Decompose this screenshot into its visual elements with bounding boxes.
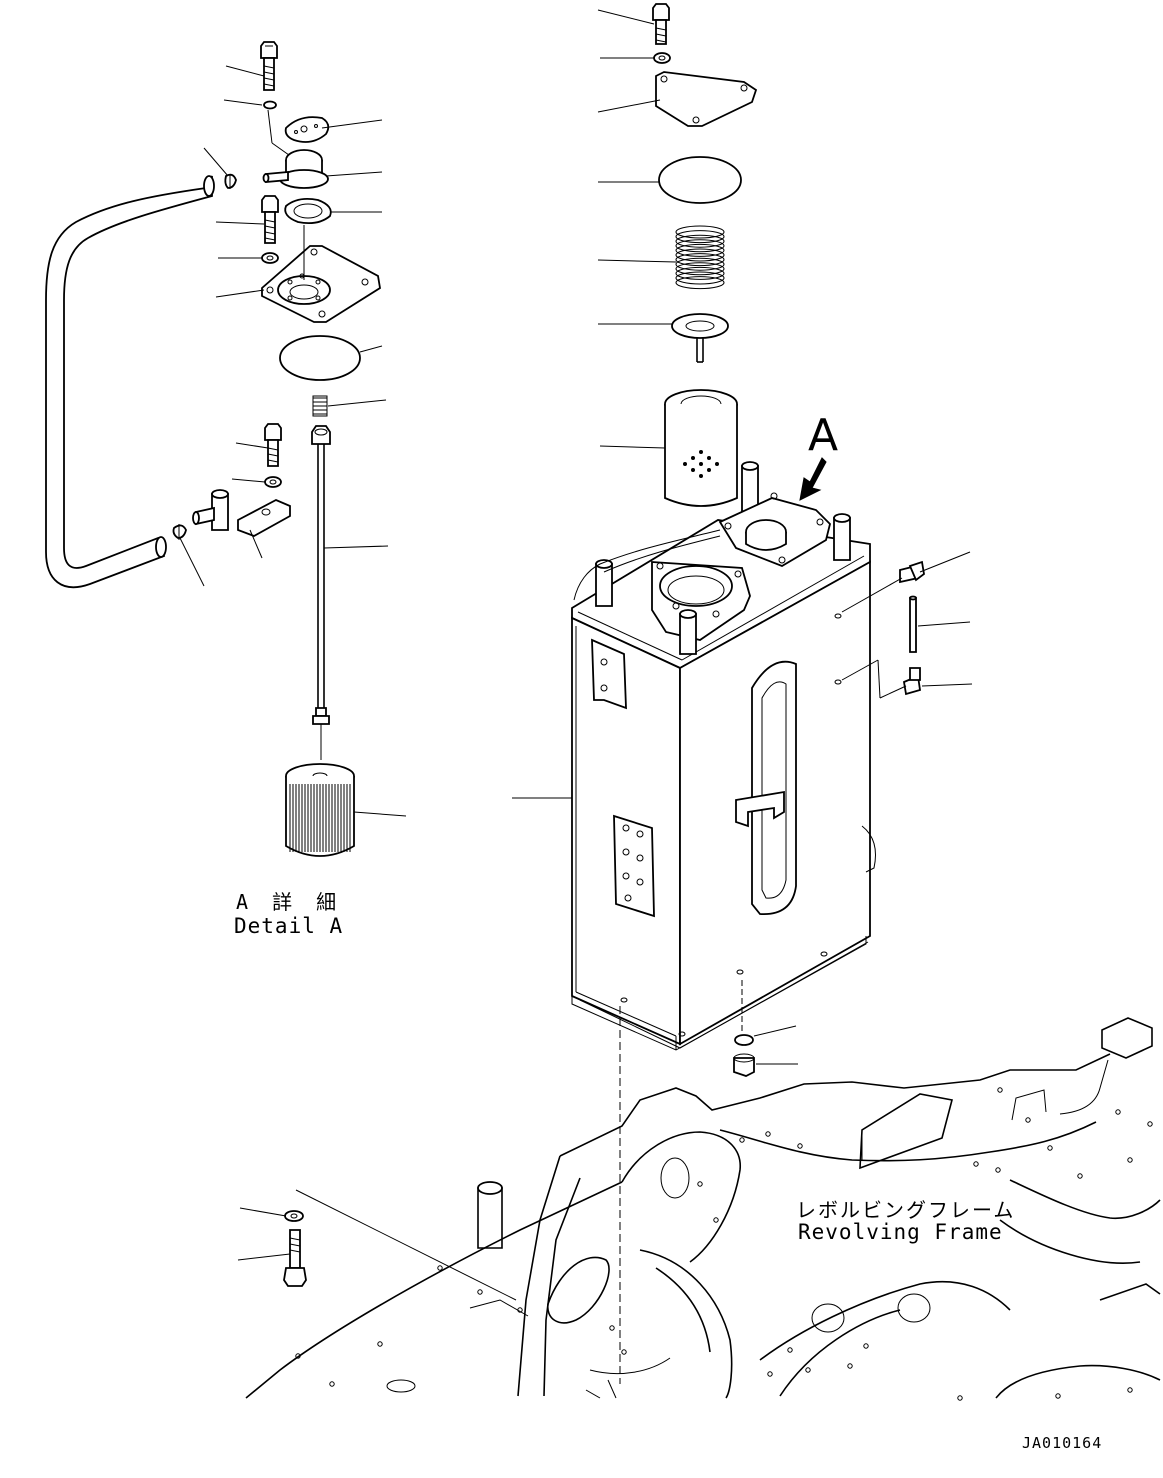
valve-seat <box>671 313 729 363</box>
revolving-frame <box>245 1017 1161 1401</box>
drawing-code: JA010164 <box>1022 1434 1103 1452</box>
detail-a-assembly <box>45 41 407 857</box>
hose-clamp-bottom <box>172 524 187 540</box>
hydraulic-tank <box>571 457 876 1051</box>
gasket <box>284 197 332 225</box>
suction-rod <box>311 425 331 760</box>
bracket-bolt <box>264 423 282 467</box>
pipe-bracket <box>192 489 291 537</box>
tank-fittings <box>512 551 973 799</box>
o-ring <box>279 335 361 381</box>
drain-plug <box>619 980 798 1384</box>
spring <box>312 395 328 417</box>
tank-cover-plate <box>261 245 381 323</box>
frame-caption-japanese: レボルビングフレーム <box>796 1198 1016 1222</box>
breather-cap <box>262 149 329 189</box>
filter-cover <box>655 71 758 127</box>
retaining-plate <box>284 116 330 143</box>
frame-bolt <box>237 1207 307 1287</box>
cap-bolt <box>260 41 278 91</box>
frame-caption-english: Revolving Frame <box>798 1220 1003 1244</box>
washer <box>263 100 277 110</box>
detail-caption-japanese: A 詳 細 <box>236 890 343 914</box>
filter-element <box>664 389 738 507</box>
breather-hose <box>45 175 215 589</box>
leader-lines-stack <box>597 9 677 449</box>
top-bolt <box>652 3 670 45</box>
filter-spring <box>675 225 725 290</box>
washer <box>264 476 282 488</box>
hose-clamp-top <box>224 173 237 189</box>
washer <box>261 252 279 264</box>
leader-lines-detail-a <box>179 65 407 817</box>
flange-bolt <box>261 195 279 244</box>
filter-stack <box>597 3 758 507</box>
suction-strainer <box>285 763 355 857</box>
washer <box>653 52 671 64</box>
detail-caption-english: Detail A <box>234 914 344 938</box>
view-marker-a: A <box>808 410 839 461</box>
cover-o-ring <box>658 156 742 204</box>
